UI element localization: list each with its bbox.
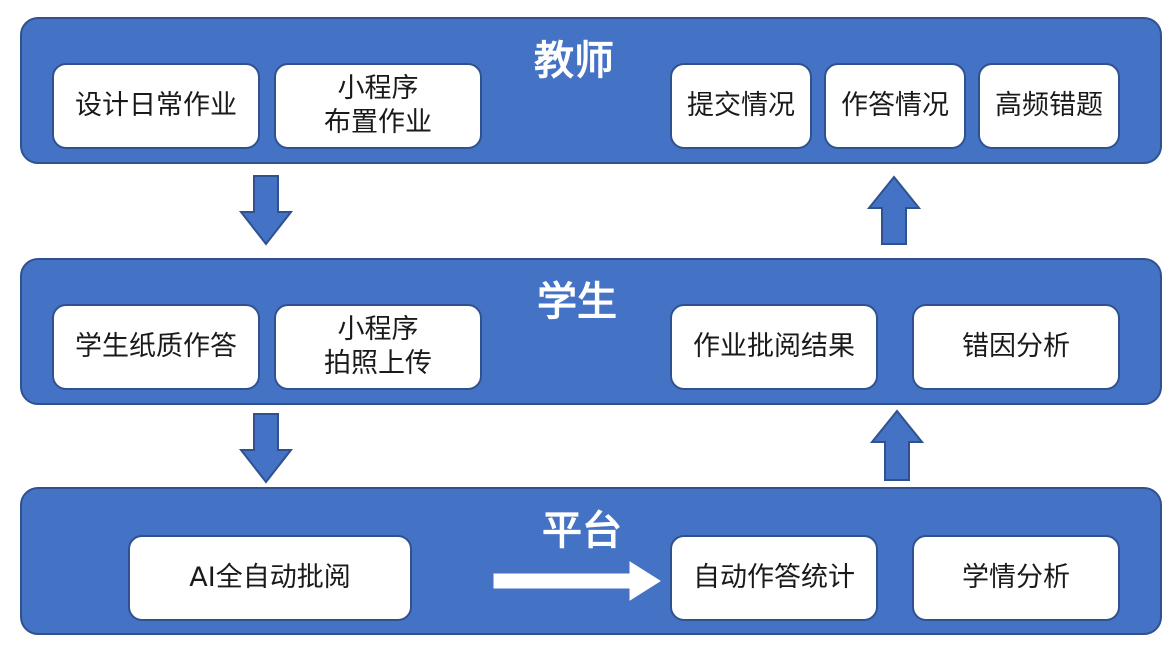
submission-status-label: 提交情况 — [687, 90, 795, 121]
paper-answer-label: 学生纸质作答 — [75, 331, 237, 362]
grading-result-box[interactable]: 作业批阅结果 — [670, 304, 878, 390]
answer-status-label: 作答情况 — [841, 90, 949, 121]
ai-auto-grading-box[interactable]: AI全自动批阅 — [128, 535, 412, 621]
student-panel: 学生 学生纸质作答 小程序 拍照上传 作业批阅结果 错因分析 — [20, 258, 1162, 405]
auto-answer-stats-box[interactable]: 自动作答统计 — [670, 535, 878, 621]
teacher-title: 教师 — [534, 38, 614, 84]
learning-analysis-box[interactable]: 学情分析 — [912, 535, 1120, 621]
answer-status-box[interactable]: 作答情况 — [824, 63, 966, 149]
student-title: 学生 — [537, 279, 617, 325]
platform-title: 平台 — [542, 508, 622, 554]
error-cause-box[interactable]: 错因分析 — [912, 304, 1120, 390]
auto-answer-stats-label: 自动作答统计 — [693, 562, 855, 593]
design-homework-box[interactable]: 设计日常作业 — [52, 63, 260, 149]
student-to-teacher-arrow-icon — [866, 175, 922, 245]
ai-to-stats-arrow-icon — [493, 561, 661, 601]
paper-answer-box[interactable]: 学生纸质作答 — [52, 304, 260, 390]
student-to-platform-arrow-icon — [238, 413, 294, 484]
platform-panel: 平台 AI全自动批阅 自动作答统计 学情分析 — [20, 487, 1162, 635]
miniprogram-upload-label: 小程序 拍照上传 — [324, 314, 432, 379]
submission-status-box[interactable]: 提交情况 — [670, 63, 812, 149]
grading-result-label: 作业批阅结果 — [693, 331, 855, 362]
design-homework-label: 设计日常作业 — [75, 90, 237, 121]
ai-auto-grading-label: AI全自动批阅 — [189, 562, 351, 593]
frequent-errors-box[interactable]: 高频错题 — [978, 63, 1120, 149]
platform-to-student-arrow-icon — [869, 409, 925, 481]
miniprogram-upload-box[interactable]: 小程序 拍照上传 — [274, 304, 482, 390]
teacher-panel: 教师 设计日常作业 小程序 布置作业 提交情况 作答情况 高频错题 — [20, 17, 1162, 164]
error-cause-label: 错因分析 — [962, 331, 1070, 362]
learning-analysis-label: 学情分析 — [962, 562, 1070, 593]
miniprogram-assign-box[interactable]: 小程序 布置作业 — [274, 63, 482, 149]
miniprogram-assign-label: 小程序 布置作业 — [324, 73, 432, 138]
frequent-errors-label: 高频错题 — [995, 90, 1103, 121]
teacher-to-student-arrow-icon — [238, 175, 294, 246]
